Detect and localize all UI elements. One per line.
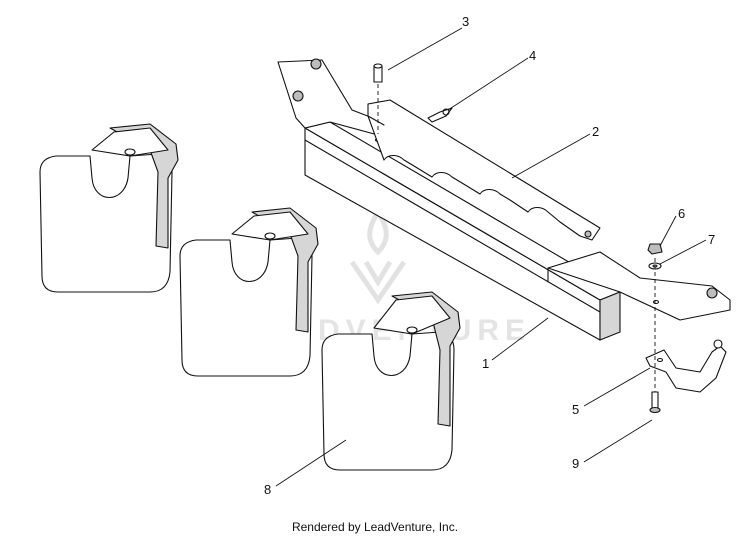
callout-6: 6 (678, 206, 685, 221)
suitcase-weight-2 (179, 207, 319, 377)
callout-4: 4 (529, 48, 536, 63)
callout-3: 3 (462, 14, 469, 29)
footer-credit: Rendered by LeadVenture, Inc. (291, 520, 459, 534)
callout-1: 1 (482, 356, 489, 371)
callout-2: 2 (592, 124, 599, 139)
suitcase-weight-3 (321, 291, 461, 471)
callout-8: 8 (264, 482, 271, 497)
nut-part-6 (647, 243, 663, 255)
weight-bracket-part-1 (277, 58, 731, 341)
pin-part-3 (373, 63, 383, 83)
hitch-bracket-part-5 (645, 339, 727, 393)
leader-lines (275, 27, 707, 487)
clip-part-4 (427, 107, 453, 123)
callout-9: 9 (572, 456, 579, 471)
notched-strap-part-2 (367, 99, 601, 241)
watermark-logo (349, 207, 407, 305)
callout-5: 5 (572, 402, 579, 417)
suitcase-weight-1 (39, 123, 179, 293)
callout-7: 7 (708, 232, 715, 247)
bolt-part-9 (649, 391, 661, 414)
